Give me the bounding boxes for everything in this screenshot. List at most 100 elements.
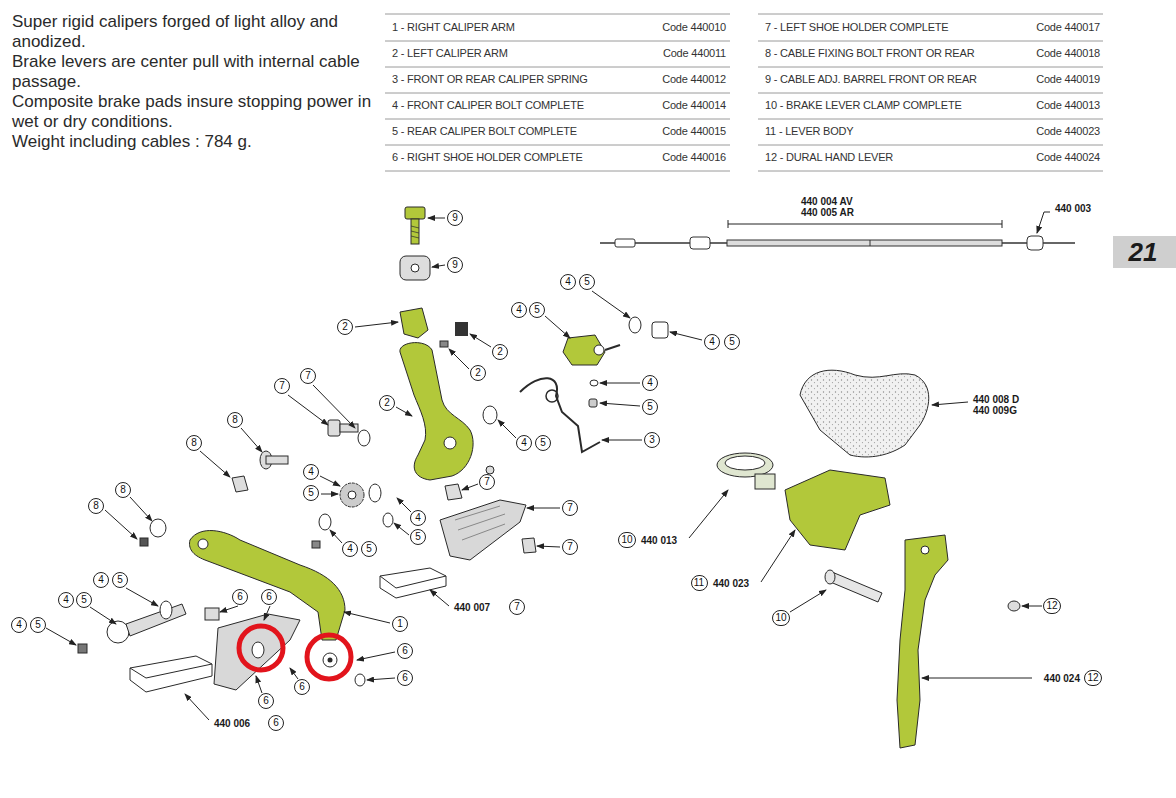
callout-number: 5 [303,485,319,501]
description-text: Super rigid calipers forged of light all… [12,12,377,52]
callout-text: 4 [415,512,421,523]
table-cell: Code 440013 [1036,98,1100,112]
callout-number: 4 [93,572,109,588]
table-cell: Code 440018 [1036,46,1100,60]
callout-number: 4 [511,302,527,318]
callout-number: 7 [509,599,525,615]
callout-text: 4 [347,543,353,554]
description-text: Composite brake pads insure stopping pow… [12,92,377,132]
callout-text: 6 [402,645,408,656]
callout-text: 5 [534,304,540,315]
callout-text: 8 [120,484,126,495]
callout-text: 7 [279,380,285,391]
table-cell: 8 - CABLE FIXING BOLT FRONT OR REAR [765,46,974,60]
part-code: 440 006 [213,718,251,729]
callout-text: 7 [567,502,573,513]
callout-number: 5 [361,541,377,557]
table-cell: Code 440015 [662,124,726,138]
callout-number: 6 [268,715,284,731]
description-block: Super rigid calipers forged of light all… [12,12,377,152]
callout-text: 12 [1087,672,1098,683]
callout-text: 6 [402,672,408,683]
table-cell: 5 - REAR CALIPER BOLT COMPLETE [392,124,577,138]
table-cell: Code 440011 [663,46,726,60]
table-cell: 11 - LEVER BODY [765,124,854,138]
table-cell: 10 - BRAKE LEVER CLAMP COMPLETE [765,98,962,112]
callout-number: 9 [447,210,463,226]
callout-number: 8 [227,412,243,428]
callout-text: 6 [263,695,269,706]
table-cell: Code 440019 [1036,72,1100,86]
callout-number: 1 [392,616,408,632]
part-code: 440 023 [712,578,750,589]
callout-number: 5 [30,617,46,633]
callout-number: 5 [529,302,545,318]
part-code: 440 007 [453,602,491,613]
callout-number: 7 [562,500,578,516]
callout-number: 6 [261,589,277,605]
table-cell: 2 - LEFT CALIPER ARM [392,46,508,60]
callout-text: 2 [497,346,503,357]
table-cell: Code 440017 [1036,20,1100,34]
table-cell: Code 440016 [662,150,726,164]
table-cell: Code 440024 [1036,150,1100,164]
callout-text: 5 [647,401,653,412]
callout-number: 5 [579,274,595,290]
callout-number: 6 [232,589,248,605]
table-cell: Code 440014 [662,98,726,112]
callout-number: 4 [642,375,658,391]
part-code: 440 009G [972,405,1018,416]
callout-text: 9 [452,212,458,223]
callout-text: 5 [584,276,590,287]
callout-number: 4 [516,435,532,451]
table-cell: 4 - FRONT CALIPER BOLT COMPLETE [392,98,584,112]
callout-number: 7 [562,539,578,555]
callout-text: 4 [565,276,571,287]
callout-number: 6 [294,679,310,695]
callout-text: 4 [516,304,522,315]
callout-number: 4 [704,334,720,350]
part-code: 440 005 AR [800,207,855,218]
callout-text: 10 [621,534,632,545]
callout-text: 7 [305,370,311,381]
table-cell: Code 440012 [662,72,726,86]
callout-number: 8 [186,435,202,451]
callout-number: 7 [479,474,495,490]
callout-number: 10 [772,610,790,626]
part-code: 440 013 [640,535,678,546]
callout-text: 3 [649,434,655,445]
callout-number: 4 [410,510,426,526]
callout-number: 5 [724,334,740,350]
callout-text: 4 [63,594,69,605]
part-code: 440 004 AV [800,196,854,207]
callout-number: 5 [76,592,92,608]
callout-number: 11 [691,575,708,591]
callout-text: 5 [366,543,372,554]
table-cell: 7 - LEFT SHOE HOLDER COMPLETE [765,20,948,34]
callout-text: 5 [81,594,87,605]
callout-number: 12 [1043,598,1061,614]
callout-number: 6 [258,693,274,709]
callout-text: 8 [93,500,99,511]
callout-number: 4 [303,464,319,480]
callout-number: 2 [379,395,395,411]
callout-text: 4 [16,619,22,630]
callout-text: 7 [514,601,520,612]
callout-number: 5 [112,572,128,588]
part-code: 440 024 [1043,673,1081,684]
callout-number: 6 [397,643,413,659]
part-code: 440 008 D [972,394,1020,405]
table-cell: 3 - FRONT OR REAR CALIPER SPRING [392,72,588,86]
callout-text: 7 [484,476,490,487]
callout-number: 4 [560,274,576,290]
callout-text: 1 [397,618,403,629]
callout-number: 8 [115,482,131,498]
callout-number: 2 [470,365,486,381]
callout-number: 8 [88,498,104,514]
callout-text: 9 [452,259,458,270]
callout-number: 5 [535,435,551,451]
callout-text: 5 [729,336,735,347]
callout-text: 2 [475,367,481,378]
callout-text: 5 [117,574,123,585]
callout-number: 10 [618,532,636,548]
